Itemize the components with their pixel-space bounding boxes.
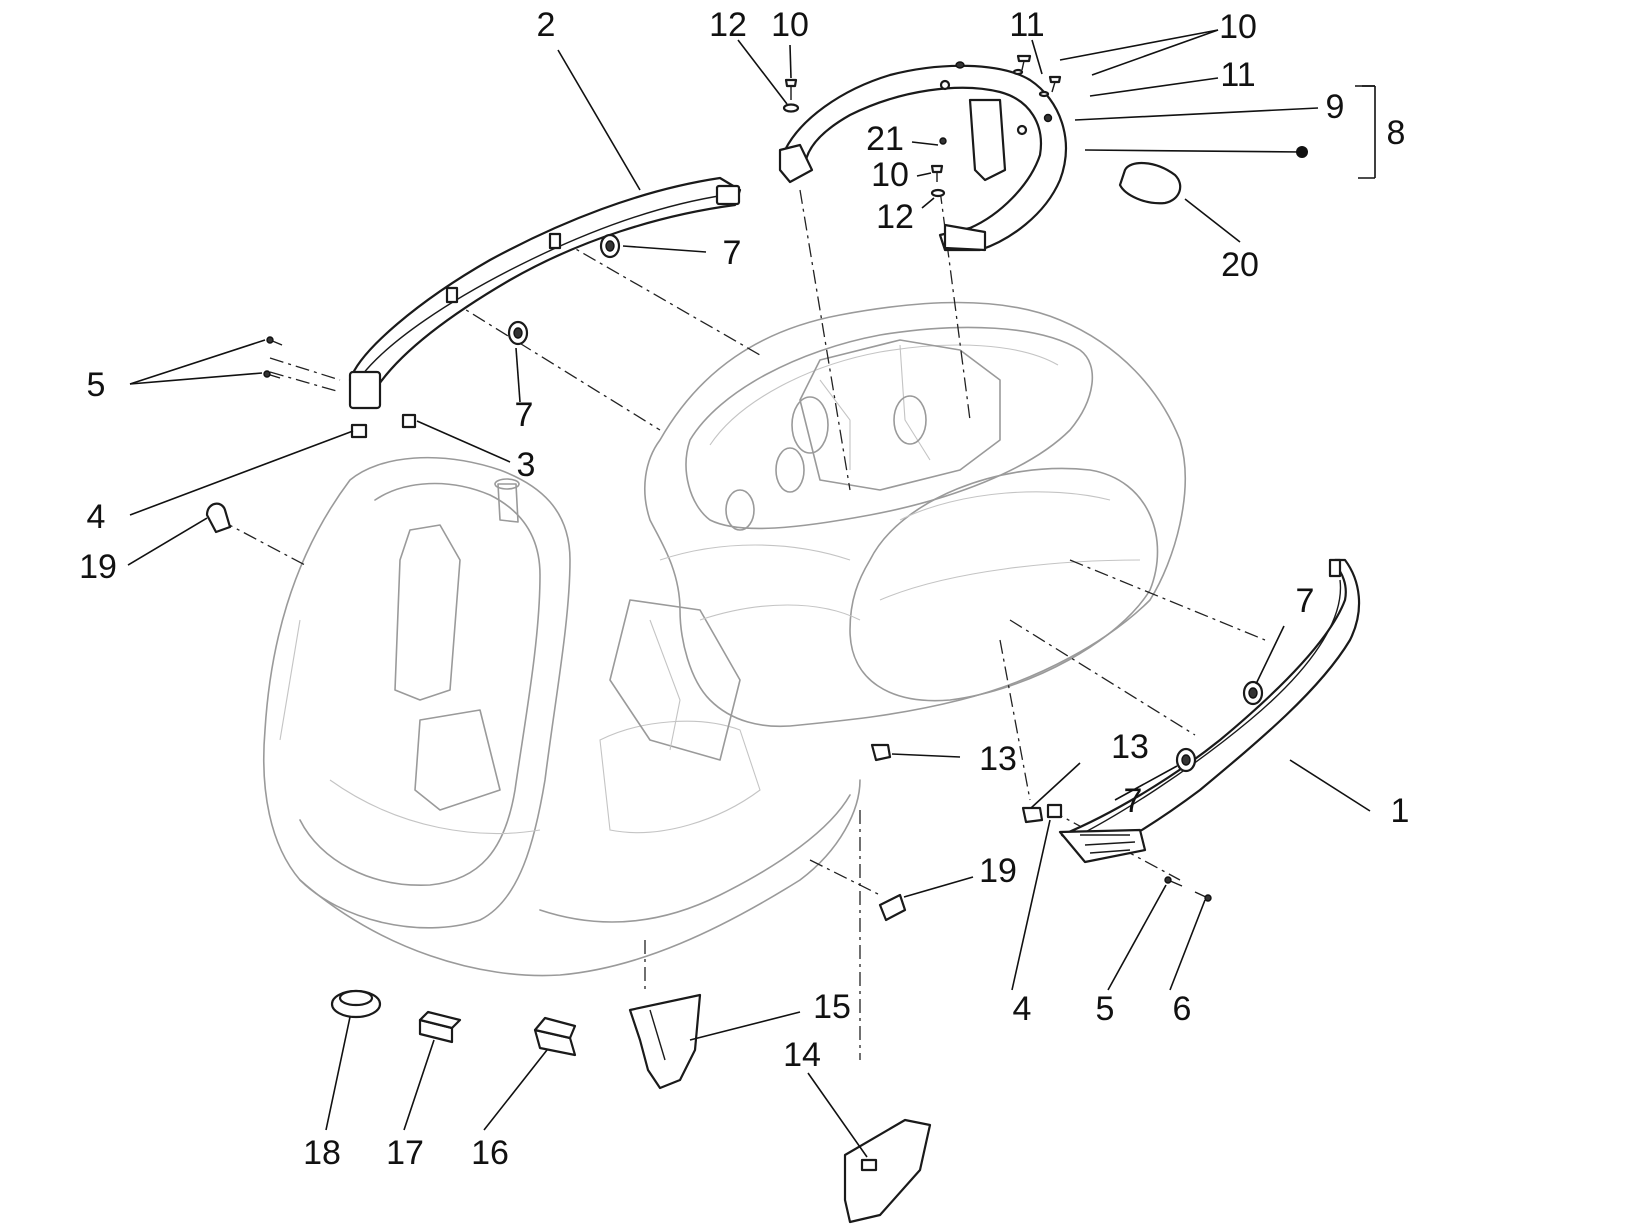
callout-2: 2	[537, 6, 556, 44]
callout-21: 21	[866, 120, 904, 158]
callout-13-b: 13	[1111, 728, 1149, 766]
assembly-lines	[219, 189, 1266, 1060]
part-10-bolt-top	[784, 78, 798, 100]
part-15-bracket	[628, 993, 702, 1090]
callout-17: 17	[386, 1134, 424, 1172]
callout-7-c: 7	[1296, 582, 1315, 620]
part-20-rail-cover	[1118, 162, 1182, 205]
callout-15: 15	[813, 988, 851, 1026]
part-7-grommet-c	[1242, 680, 1264, 706]
part-10-bolts-right	[1016, 54, 1062, 93]
callout-10-mid: 10	[871, 156, 909, 194]
part-4-clip-right	[1046, 803, 1063, 819]
part-17-rubber-block	[418, 1010, 462, 1044]
part-10-bolt-mid	[930, 164, 944, 182]
callout-9: 9	[1326, 88, 1345, 126]
callout-14: 14	[783, 1036, 821, 1074]
callout-7-a: 7	[723, 234, 742, 272]
part-12-washer-top	[782, 103, 800, 113]
part-16-rubber-pad	[533, 1016, 577, 1057]
part-7-grommet-d	[1175, 747, 1197, 773]
callout-4-left: 4	[87, 498, 106, 536]
part-8-rear-rack-assembly	[778, 64, 1067, 252]
callout-19-left: 19	[79, 548, 117, 586]
part-18-grommet-ring	[330, 989, 382, 1019]
callout-16: 16	[471, 1134, 509, 1172]
callout-19-right: 19	[979, 852, 1017, 890]
part-19-cap-left	[205, 502, 232, 534]
callout-5-right: 5	[1096, 990, 1115, 1028]
callout-12-top: 12	[709, 6, 747, 44]
callout-8: 8	[1387, 114, 1406, 152]
callout-labels: 2 12 10 11 10 11 9 8 21 10 12 20 7 7 5 3…	[79, 6, 1409, 1172]
callout-10-right: 10	[1219, 8, 1257, 46]
part-3-clip	[401, 413, 417, 429]
part-1-trim-strip-right	[1058, 558, 1361, 864]
part-7-grommet-b	[507, 320, 529, 346]
leader-lines	[127, 29, 1376, 1158]
part-2-trim-strip-left	[348, 176, 742, 410]
callout-6: 6	[1173, 990, 1192, 1028]
part-14-lower-cover	[843, 1118, 932, 1224]
part-6-screw	[1194, 891, 1212, 902]
callout-13-a: 13	[979, 740, 1017, 778]
part-19-cap-right	[878, 893, 907, 922]
part-13-clip-b	[1021, 806, 1044, 824]
part-13-clip-a	[870, 743, 892, 762]
callout-7-b: 7	[515, 396, 534, 434]
callout-20: 20	[1221, 246, 1259, 284]
part-12-washer-mid	[930, 188, 946, 198]
part-11-washers-right	[955, 61, 1050, 98]
callout-11-right: 11	[1220, 56, 1255, 94]
part-4-clip-left	[350, 423, 368, 439]
part-21-plug	[939, 137, 947, 145]
scooter-body-frame	[262, 301, 1186, 977]
part-7-grommet-a	[599, 233, 621, 259]
callout-1: 1	[1391, 792, 1410, 830]
part-5-screw-right	[1164, 876, 1183, 887]
callout-18: 18	[303, 1134, 341, 1172]
callout-4-right: 4	[1013, 990, 1032, 1028]
part-5-screws-left	[263, 336, 283, 379]
callout-5-left: 5	[87, 366, 106, 404]
callout-7-d: 7	[1124, 782, 1143, 820]
callout-10-top: 10	[771, 6, 809, 44]
callout-12-mid: 12	[876, 198, 914, 236]
callout-11-top: 11	[1009, 6, 1044, 44]
callout-3: 3	[517, 446, 536, 484]
part-9-nut	[1043, 113, 1053, 123]
